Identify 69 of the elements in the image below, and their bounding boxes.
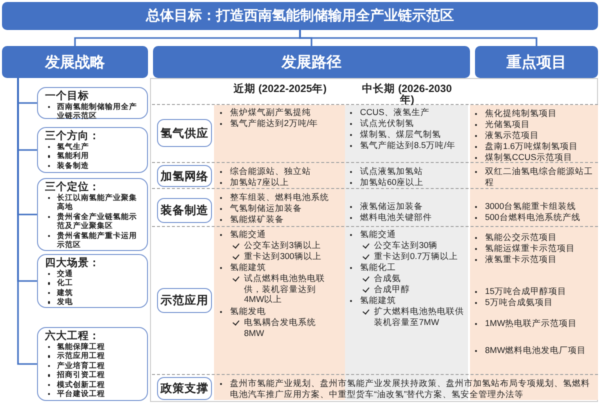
- bullet-item: 燃料电池关键部件: [346, 212, 468, 223]
- bullet-item: 氢能公交示范项目: [471, 232, 598, 243]
- bullet-item: 氢能交通: [216, 229, 345, 240]
- bullet-item: 15万吨合成甲醇项目: [471, 286, 598, 297]
- category-box: 政策支撑: [157, 377, 212, 400]
- bullet-item: 焦化提纯制氢项目: [471, 108, 598, 119]
- bullet-item: 氢能化工: [346, 262, 468, 273]
- check-item: 合成氨: [346, 273, 468, 284]
- bullet-item: 煤制氢CCUS示范项目: [471, 152, 598, 163]
- column-heading: 中长期 (2026-2030年): [361, 84, 453, 106]
- strategy-box: [37, 327, 148, 401]
- bullet-item: 氢能建筑: [216, 262, 345, 273]
- bullet-item: 试点光伏制氢: [346, 118, 468, 129]
- bullet-item: 氢气产能达到2万吨/年: [216, 118, 345, 129]
- section-header: 发展战略: [2, 46, 148, 78]
- bullet-item: 试点液氢加氢站: [346, 166, 468, 177]
- bullet-item: 光储氢项目: [471, 119, 598, 130]
- bullet-item: 液氢储运加装备: [346, 201, 468, 212]
- check-item: 电氢耦合发电系统8MW: [216, 317, 326, 338]
- bullet-item: 8MW燃料电池发电厂项目: [471, 345, 598, 356]
- bullet-item: 1MW热电联产示范项目: [471, 318, 598, 329]
- bullet-item: 盘南1.6万吨煤制氢项目: [471, 141, 598, 152]
- box-heading: 三个方向：: [45, 130, 101, 142]
- connector-line: [17, 78, 37, 365]
- bullet-item: 盘州市氢能产业规划、盘州市氢能产业发展扶持政策、盘州市加氢站布局专项规划、氢燃料电池汽车推广应用方案、中重型货车“油改氢”替代方案、氢安全管理办法等: [216, 378, 596, 400]
- bullet-item: CCUS、液氢生产: [346, 107, 468, 118]
- bullet-item: 氢能运煤重卡示范项目: [471, 243, 598, 254]
- strategy-box: [37, 254, 148, 308]
- check-item: 重卡达到0.7万辆以上: [346, 251, 468, 262]
- category-box: 氢气供应: [157, 119, 212, 147]
- bullet-item: 气氢制储运加装备: [216, 203, 345, 214]
- column-heading: 近期 (2022-2025年): [232, 84, 328, 95]
- bullet-item: 综合能源站、独立站: [216, 166, 345, 177]
- section-header: 重点项目: [475, 46, 598, 78]
- bullet-item: 焦炉煤气副产氢提纯: [216, 107, 345, 118]
- bullet-item: 双红二油氢电综合能源站工程: [471, 166, 598, 188]
- check-item: 试点燃料电池热电联供，装机容量达到4MW以上: [216, 273, 326, 305]
- bullet-item: 氢能建筑: [346, 295, 468, 306]
- category-box: 装备制造: [157, 198, 212, 223]
- bullet-item: 氢能发电: [216, 306, 345, 317]
- strategy-box: [37, 127, 148, 173]
- connector-line: [299, 30, 538, 46]
- bullet-item: 500台燃料电池系统产线: [471, 212, 598, 223]
- category-box: 加氢网络: [157, 165, 212, 187]
- bullet-item: 氢气产能达到8.5万吨/年: [346, 140, 468, 151]
- box-heading: 一个目标: [45, 90, 90, 102]
- box-heading: 三个定位：: [45, 181, 101, 193]
- bullet-item: 3000台氢能重卡组装线: [471, 201, 598, 212]
- check-item: 重卡达到300辆以上: [216, 251, 345, 262]
- check-item: 公交车达到30辆: [346, 240, 468, 251]
- bullet-item: 整车组装、燃料电池系统: [216, 192, 345, 203]
- section-header: 发展路径: [153, 46, 470, 78]
- check-item: 公交车达到3辆以上: [216, 240, 345, 251]
- box-heading: 四大场景：: [45, 257, 101, 269]
- check-item: 合成甲醇: [346, 284, 468, 295]
- title-banner: 总体目标：打造西南氢能制储输用全产业链示范区: [2, 2, 598, 30]
- bullet-item: 煤制氢、煤层气制氢: [346, 129, 468, 140]
- strategy-box: [37, 178, 148, 251]
- strategy-box: [37, 87, 148, 119]
- bullet-item: 5万吨合成氨项目: [471, 297, 598, 308]
- category-box: 示范应用: [157, 288, 212, 313]
- check-item: 扩大燃料电池热电联供装机容量至7MW: [346, 306, 468, 328]
- box-heading: 六大工程：: [45, 330, 101, 342]
- bullet-item: 液氢重卡示范项目: [471, 254, 598, 265]
- bullet-item: 氢能交通: [346, 229, 468, 240]
- bullet-item: 加氢站60座以上: [346, 177, 468, 188]
- bullet-item: 液氢示范项目: [471, 130, 598, 141]
- bullet-item: 加氢站7座以上: [216, 177, 345, 188]
- bullet-item: 氢能煤矿装备: [216, 214, 345, 225]
